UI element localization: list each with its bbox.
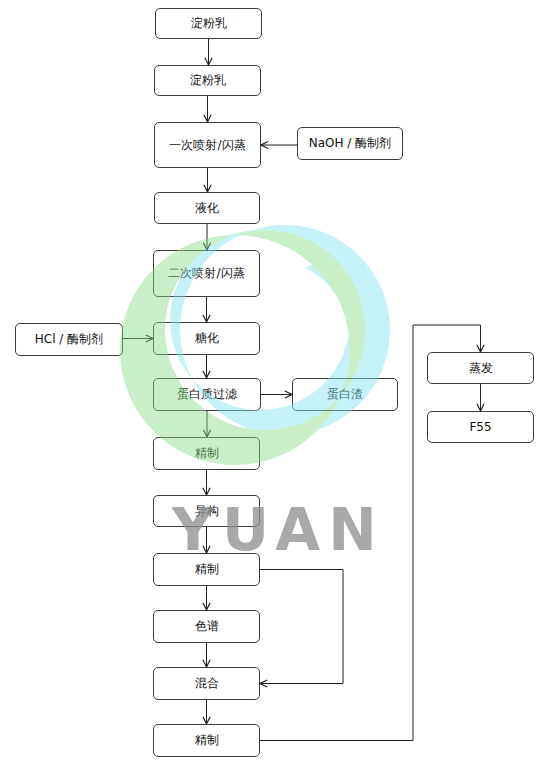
flow-arrow <box>206 527 207 553</box>
flow-arrow <box>206 470 207 495</box>
process-box: 精制 <box>153 437 260 470</box>
watermark-text: YUAN <box>172 496 385 564</box>
box-label: 一次喷射/闪蒸 <box>169 138 245 152</box>
process-box: 蛋白质过滤 <box>153 378 261 411</box>
flow-arrow <box>206 700 207 724</box>
flow-arrow <box>206 643 207 667</box>
flow-arrow <box>260 570 343 684</box>
flow-arrow <box>206 297 207 322</box>
flow-arrow <box>206 586 207 610</box>
process-box: F55 <box>427 411 534 443</box>
box-label: 二次喷射/闪蒸 <box>168 266 244 280</box>
box-label: 色谱 <box>195 619 219 633</box>
flow-arrow <box>207 96 208 122</box>
watermark-cyan-swirl <box>170 225 390 435</box>
process-box: 糖化 <box>153 322 260 355</box>
box-label: 精制 <box>195 562 219 576</box>
flow-arrow <box>261 145 297 146</box>
flow-arrow <box>207 224 208 250</box>
box-label: 淀粉乳 <box>190 73 226 87</box>
process-box: 淀粉乳 <box>154 65 261 96</box>
box-label: 蒸发 <box>469 361 493 375</box>
flow-arrow <box>260 325 481 741</box>
flow-arrow <box>480 384 481 411</box>
box-label: 蛋白渣 <box>327 387 363 401</box>
process-box: 异构 <box>153 495 260 527</box>
process-box: 蒸发 <box>427 352 534 384</box>
watermark-cyan-tail <box>305 255 361 320</box>
flow-arrow <box>207 168 208 192</box>
box-label: 淀粉乳 <box>191 16 227 30</box>
flow-arrow <box>208 39 209 65</box>
box-label: HCl / 酶制剂 <box>35 332 103 346</box>
box-label: 蛋白质过滤 <box>177 387 237 401</box>
watermark-green-swirl <box>120 230 365 465</box>
box-label: 混合 <box>195 676 219 690</box>
box-label: NaOH / 酶制剂 <box>309 136 391 150</box>
process-box: 淀粉乳 <box>155 8 262 39</box>
process-box: 精制 <box>153 724 260 757</box>
box-label: 精制 <box>195 733 219 747</box>
process-box: 精制 <box>153 553 260 586</box>
process-box: HCl / 酶制剂 <box>15 323 123 356</box>
box-label: 异构 <box>195 504 219 518</box>
process-box: 蛋白渣 <box>292 378 398 411</box>
box-label: 糖化 <box>195 331 219 345</box>
process-box: NaOH / 酶制剂 <box>297 127 403 160</box>
flow-arrow <box>261 394 292 395</box>
process-box: 一次喷射/闪蒸 <box>154 122 261 168</box>
process-box: 液化 <box>154 192 260 224</box>
box-label: 液化 <box>195 201 219 215</box>
flow-arrow <box>206 355 207 378</box>
process-box: 混合 <box>153 667 260 700</box>
flow-arrow <box>207 411 208 437</box>
box-label: 精制 <box>195 446 219 460</box>
box-label: F55 <box>469 420 491 434</box>
flow-arrow <box>123 338 153 339</box>
process-box: 二次喷射/闪蒸 <box>153 250 260 297</box>
process-box: 色谱 <box>153 610 260 643</box>
